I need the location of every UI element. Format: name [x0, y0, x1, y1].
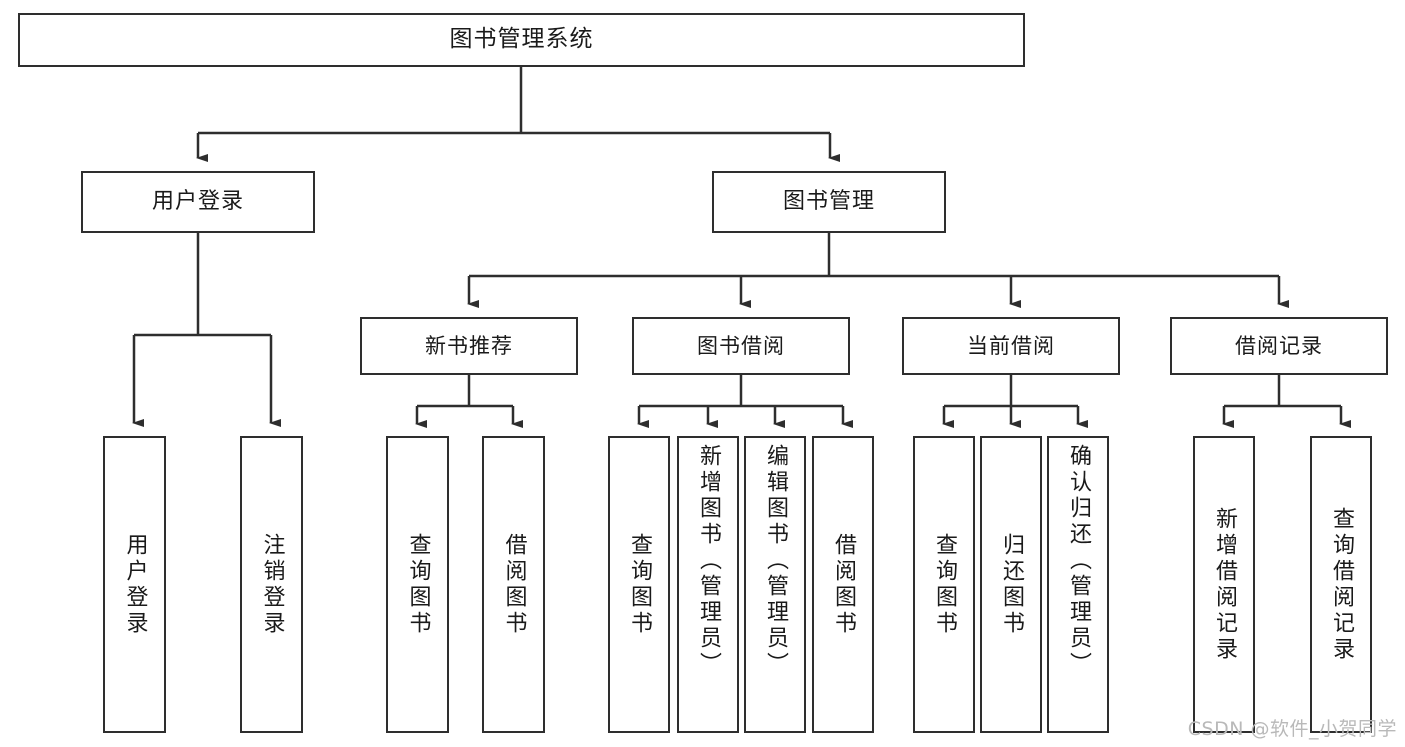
node-leaf-confirm-return[interactable]: 确认归还（管理员） — [1047, 436, 1109, 733]
node-borrow-record[interactable]: 借阅记录 — [1170, 317, 1388, 375]
node-leaf-add-book-label: 新增图书（管理员） — [696, 444, 721, 678]
node-new-book-recommend-label: 新书推荐 — [425, 333, 513, 358]
node-borrow-record-label: 借阅记录 — [1235, 333, 1323, 358]
node-user-login-label: 用户登录 — [151, 189, 244, 215]
node-new-book-recommend[interactable]: 新书推荐 — [360, 317, 578, 375]
node-leaf-query-book-2[interactable]: 查询图书 — [608, 436, 670, 733]
node-leaf-borrow-book-2[interactable]: 借阅图书 — [812, 436, 874, 733]
node-book-manage-label: 图书管理 — [782, 189, 875, 215]
node-leaf-query-record-label: 查询借阅记录 — [1329, 506, 1354, 663]
node-leaf-add-record-label: 新增借阅记录 — [1212, 506, 1237, 663]
node-book-borrow-label: 图书借阅 — [697, 333, 785, 358]
node-leaf-confirm-return-label: 确认归还（管理员） — [1066, 444, 1091, 678]
node-leaf-edit-book[interactable]: 编辑图书（管理员） — [744, 436, 806, 733]
node-book-manage[interactable]: 图书管理 — [712, 171, 946, 233]
node-book-borrow[interactable]: 图书借阅 — [632, 317, 850, 375]
node-leaf-query-record[interactable]: 查询借阅记录 — [1310, 436, 1372, 733]
node-leaf-logout-label: 注销登录 — [259, 532, 285, 637]
node-leaf-borrow-book-1[interactable]: 借阅图书 — [482, 436, 545, 733]
node-leaf-return-book-label: 归还图书 — [999, 532, 1024, 637]
node-leaf-edit-book-label: 编辑图书（管理员） — [763, 444, 788, 678]
node-leaf-return-book[interactable]: 归还图书 — [980, 436, 1042, 733]
node-root[interactable]: 图书管理系统 — [18, 13, 1025, 67]
node-leaf-query-book-1-label: 查询图书 — [405, 532, 431, 637]
node-leaf-add-record[interactable]: 新增借阅记录 — [1193, 436, 1255, 733]
node-leaf-user-login-label: 用户登录 — [122, 532, 148, 637]
node-leaf-query-book-3-label: 查询图书 — [932, 532, 957, 637]
node-current-borrow-label: 当前借阅 — [967, 333, 1055, 358]
node-leaf-user-login[interactable]: 用户登录 — [103, 436, 166, 733]
node-leaf-borrow-book-1-label: 借阅图书 — [501, 532, 527, 637]
node-leaf-query-book-3[interactable]: 查询图书 — [913, 436, 975, 733]
node-leaf-add-book[interactable]: 新增图书（管理员） — [677, 436, 739, 733]
node-current-borrow[interactable]: 当前借阅 — [902, 317, 1120, 375]
node-leaf-logout[interactable]: 注销登录 — [240, 436, 303, 733]
node-leaf-query-book-2-label: 查询图书 — [627, 532, 652, 637]
csdn-watermark: CSDN @软件_小贺同学 — [1187, 718, 1397, 740]
node-user-login[interactable]: 用户登录 — [81, 171, 315, 233]
node-leaf-query-book-1[interactable]: 查询图书 — [386, 436, 449, 733]
node-root-label: 图书管理系统 — [449, 26, 594, 53]
node-leaf-borrow-book-2-label: 借阅图书 — [831, 532, 856, 637]
